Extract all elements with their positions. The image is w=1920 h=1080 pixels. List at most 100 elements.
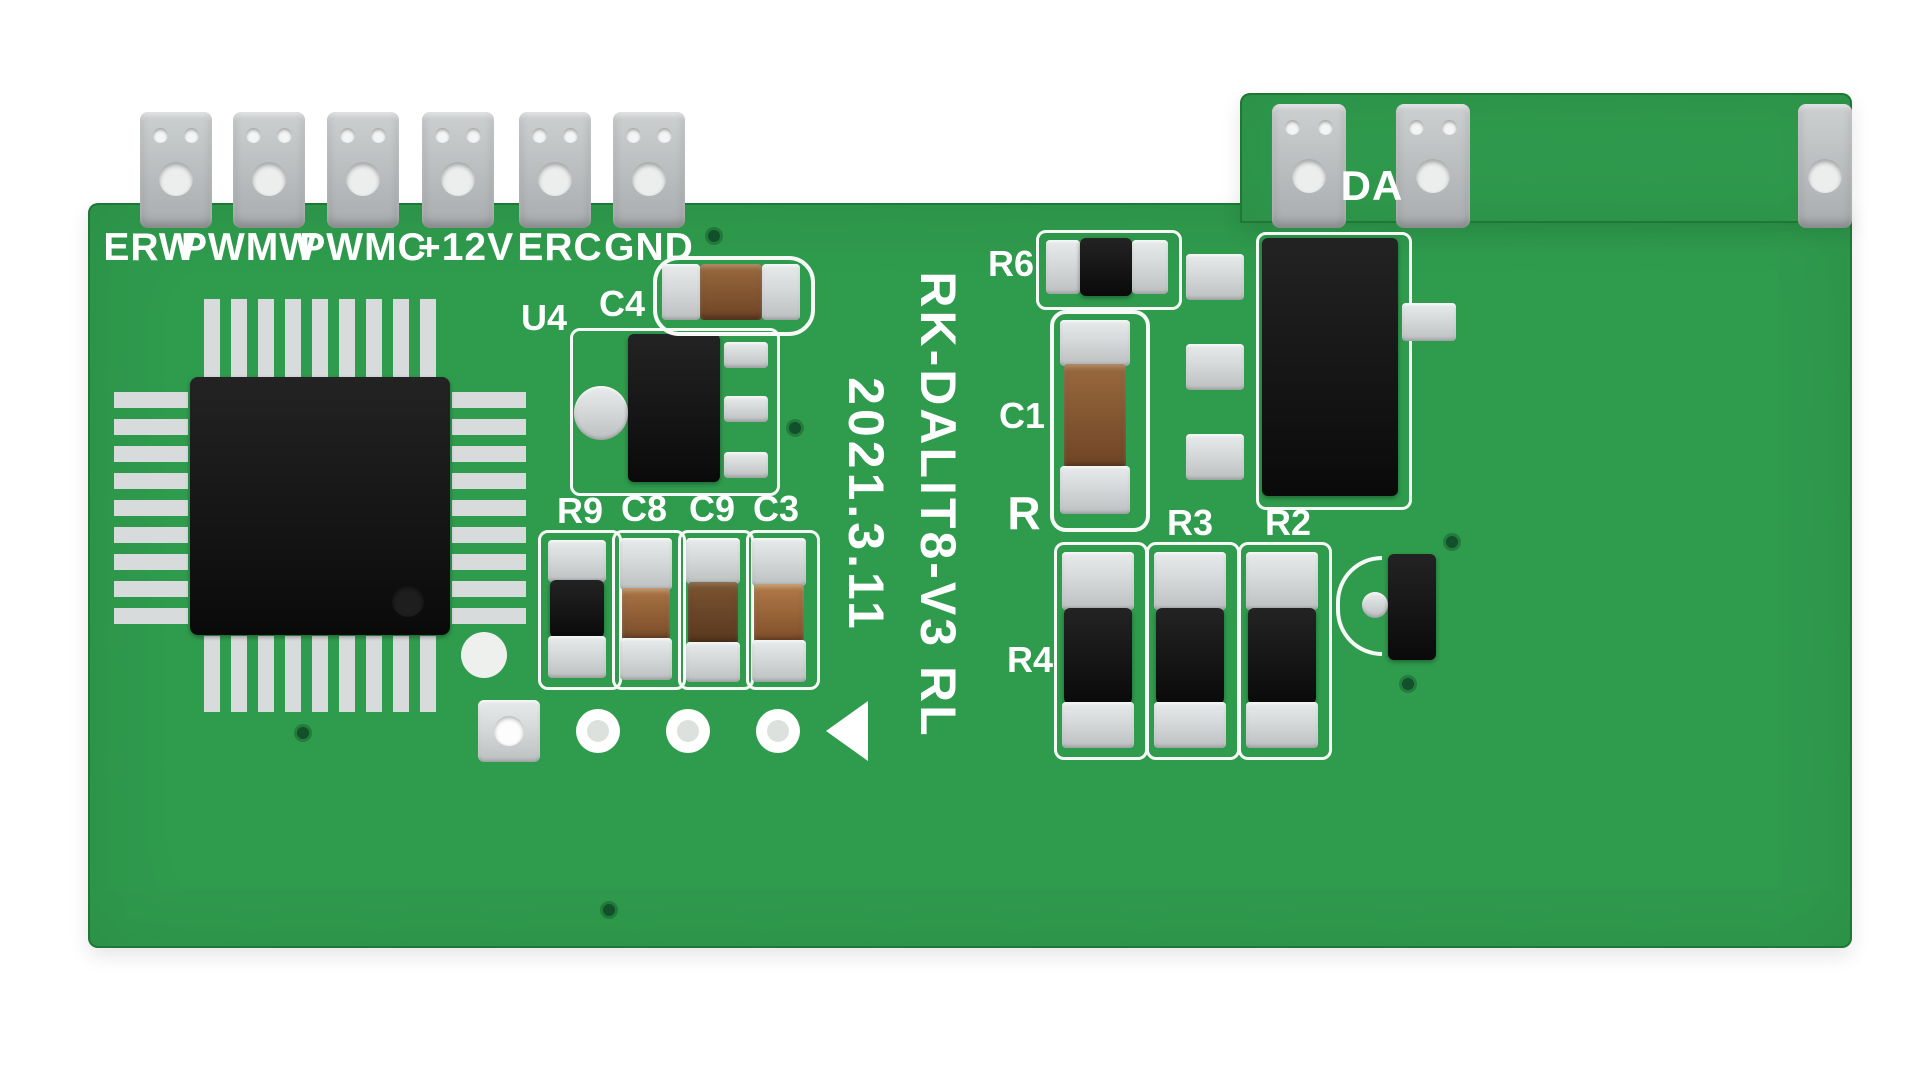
solder-pad-round <box>461 632 507 678</box>
terminal-12v <box>422 112 494 228</box>
u4-pad <box>724 396 768 422</box>
c9-pad <box>686 538 740 584</box>
u4-pad <box>724 452 768 478</box>
solder-blob <box>1362 592 1388 618</box>
terminal-hole <box>1292 158 1326 193</box>
u4-pad <box>724 342 768 368</box>
terminal-hole <box>538 162 572 197</box>
r6-silkscreen <box>1036 230 1182 310</box>
r-label: R <box>1007 487 1041 539</box>
u4-round-pad <box>574 386 628 440</box>
c3-silkscreen <box>746 530 820 690</box>
resistor-pad <box>1246 702 1318 748</box>
resistor-body <box>1156 608 1224 704</box>
via <box>297 727 309 739</box>
c1-pad <box>1060 320 1130 366</box>
terminal-hole <box>252 162 286 197</box>
c3-pad <box>752 538 806 586</box>
terminal-hole <box>632 162 666 197</box>
resistor-pad <box>1062 702 1134 748</box>
reg-ic-pad <box>1186 434 1244 480</box>
r6-body <box>1080 238 1132 296</box>
r9-pad <box>548 540 606 582</box>
resistor-body <box>1064 608 1132 704</box>
plated-hole <box>576 709 620 753</box>
terminal-label-da: DA <box>1340 162 1404 209</box>
r6-pad <box>1046 240 1080 294</box>
c8-body <box>622 588 670 640</box>
terminal-pwmc <box>327 112 399 228</box>
c4-body <box>700 264 762 320</box>
r6-label: R6 <box>987 243 1035 284</box>
resistor-pad <box>1154 702 1226 748</box>
c9-body <box>688 582 738 644</box>
reg-ic-pad <box>1186 344 1244 390</box>
ic-pins-left <box>114 392 188 625</box>
c8-pad <box>620 638 672 680</box>
terminal-hole <box>159 162 193 197</box>
reg-ic-pad <box>1186 254 1244 300</box>
r9-silkscreen <box>538 530 622 690</box>
r9-pad <box>548 636 606 678</box>
terminal-label-erc: ERC <box>517 226 603 269</box>
via <box>1402 678 1414 690</box>
c9-silkscreen <box>678 530 754 690</box>
terminal-gnd <box>613 112 685 228</box>
c4-silkscreen <box>653 256 815 336</box>
terminal-pwmw <box>233 112 305 228</box>
terminal-hole <box>441 162 475 197</box>
c3-pad <box>752 640 806 682</box>
terminal-hole <box>1808 158 1842 193</box>
terminal-da-right <box>1396 104 1470 228</box>
mount-hole <box>494 716 524 746</box>
ic-pins-right <box>452 392 526 625</box>
via <box>603 904 615 916</box>
c9-label: C9 <box>688 488 736 529</box>
c1-body <box>1064 364 1126 468</box>
u4-chip <box>628 334 720 482</box>
resistor-pad <box>1062 552 1134 610</box>
via <box>789 422 801 434</box>
c3-body <box>754 584 804 642</box>
ic-pin1-dot <box>392 585 424 617</box>
resistor-pad <box>1246 552 1318 610</box>
via <box>1446 536 1458 548</box>
resistor-body <box>1248 608 1316 704</box>
reg-ic-silkscreen <box>1256 232 1412 510</box>
c8-pad <box>620 538 672 590</box>
c4-label: C4 <box>598 283 646 324</box>
terminal-hole <box>1416 158 1450 193</box>
reg-ic-tab <box>1402 303 1456 341</box>
r9-body <box>550 580 604 638</box>
u4-label: U4 <box>520 297 568 338</box>
via <box>708 230 720 242</box>
c4-pad-left <box>662 264 700 320</box>
c8-silkscreen <box>612 530 686 690</box>
resistor-column-silkscreen <box>1238 542 1332 760</box>
terminal-da-left <box>1272 104 1346 228</box>
reg-ic-chip <box>1262 238 1398 496</box>
plated-hole <box>666 709 710 753</box>
board-model-text: RK-DALIT8-V3 RL <box>910 271 966 739</box>
c9-pad <box>686 642 740 682</box>
c3-label: C3 <box>752 488 800 529</box>
r4-label: R4 <box>1006 639 1054 680</box>
r6-pad <box>1132 240 1168 294</box>
c4-pad-right <box>762 264 800 320</box>
r9-label: R9 <box>556 490 604 531</box>
terminal-label-pwmw: PWMW <box>180 226 318 269</box>
board-date-text: 2021.3.11 <box>838 377 894 633</box>
terminal-edge-partial <box>1798 104 1852 228</box>
ic-pins-top <box>204 299 437 377</box>
terminal-label-pwmc: PWMC <box>299 226 427 269</box>
terminal-hole <box>346 162 380 197</box>
terminal-label-12v: +12V <box>417 226 515 269</box>
r3-label: R3 <box>1166 502 1214 543</box>
c1-silkscreen <box>1050 310 1150 532</box>
direction-triangle <box>826 701 868 761</box>
small-transistor-body <box>1388 554 1436 660</box>
c1-pad <box>1060 466 1130 514</box>
c8-label: C8 <box>620 488 668 529</box>
mount-pad-square <box>478 700 540 762</box>
